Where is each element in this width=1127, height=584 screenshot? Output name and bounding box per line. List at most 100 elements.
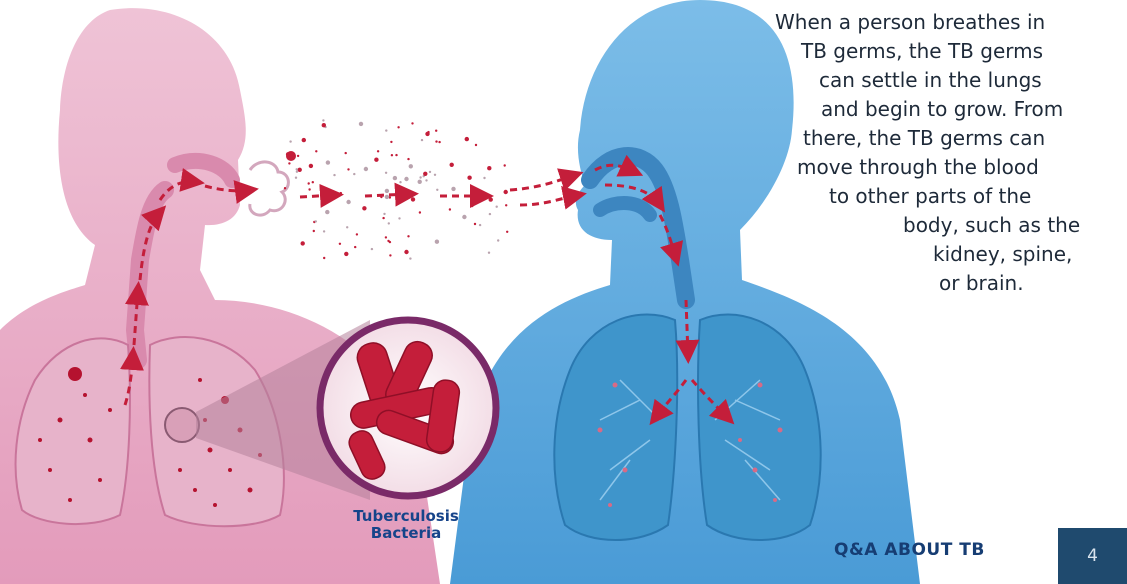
droplet <box>411 122 413 124</box>
droplet <box>404 177 408 181</box>
droplet <box>436 189 438 191</box>
droplet <box>388 222 390 224</box>
droplet <box>385 195 389 199</box>
droplet <box>315 220 317 222</box>
droplet <box>409 257 411 259</box>
caption-line: move through the blood <box>797 153 1039 182</box>
droplet <box>390 141 392 143</box>
droplet <box>398 217 400 219</box>
droplet <box>374 158 378 162</box>
droplet <box>489 213 491 215</box>
droplet <box>323 230 325 232</box>
droplet <box>479 224 481 226</box>
droplet <box>497 239 499 241</box>
caption-line: and begin to grow. From <box>821 95 1063 124</box>
droplet <box>312 181 314 183</box>
droplet <box>302 138 306 142</box>
droplet <box>449 208 451 210</box>
droplet <box>438 141 440 143</box>
droplet <box>377 150 379 152</box>
droplet <box>423 172 427 176</box>
caption-line: or brain. <box>939 269 1024 298</box>
droplet <box>385 236 387 238</box>
droplet <box>340 192 342 194</box>
droplet <box>308 188 310 190</box>
droplet <box>506 231 508 233</box>
droplet <box>450 163 454 167</box>
droplet <box>323 257 325 259</box>
droplet <box>471 205 473 207</box>
caption-line: TB germs, the TB germs <box>801 37 1043 66</box>
bacteria-label-line1: Tuberculosis <box>340 508 472 525</box>
page-number-tab: 4 <box>1058 528 1127 584</box>
droplet <box>389 254 391 256</box>
droplet <box>295 177 297 179</box>
droplet <box>362 206 366 210</box>
droplet <box>411 197 415 201</box>
droplet <box>407 235 409 237</box>
droplet <box>354 246 356 248</box>
lung-focus-circle <box>165 408 199 442</box>
droplet <box>395 154 397 156</box>
droplet <box>385 172 387 174</box>
droplet <box>347 168 349 170</box>
droplet <box>429 171 431 173</box>
droplet <box>385 189 389 193</box>
infected-person-figure <box>0 8 440 584</box>
droplet <box>333 174 335 176</box>
droplet <box>474 223 476 225</box>
droplet <box>421 139 423 141</box>
droplet <box>462 215 466 219</box>
page-number: 4 <box>1087 546 1098 566</box>
droplet <box>505 204 507 206</box>
droplet <box>296 171 298 173</box>
droplet <box>339 243 341 245</box>
droplet <box>467 176 471 180</box>
droplet <box>345 152 347 154</box>
droplet <box>289 140 291 142</box>
tuberculosis-bacteria-magnified <box>320 320 496 496</box>
droplet <box>356 233 358 235</box>
droplet <box>419 176 421 178</box>
bacteria-label-line2: Bacteria <box>340 525 472 542</box>
droplet <box>298 168 302 172</box>
droplet <box>391 154 393 156</box>
droplet <box>399 181 401 183</box>
droplet <box>359 122 363 126</box>
droplet <box>286 151 296 161</box>
droplet <box>301 241 305 245</box>
droplet <box>451 187 455 191</box>
droplet <box>475 144 477 146</box>
droplet <box>504 190 508 194</box>
caption-line: kidney, spine, <box>933 240 1072 269</box>
droplet <box>315 150 317 152</box>
droplet <box>465 137 469 141</box>
droplet <box>487 166 491 170</box>
droplet <box>397 126 399 128</box>
droplet <box>425 179 427 181</box>
droplet <box>434 174 436 176</box>
droplet <box>483 177 485 179</box>
droplet <box>418 180 422 184</box>
droplet <box>297 155 299 157</box>
droplet <box>288 162 290 164</box>
droplet <box>404 250 408 254</box>
droplet <box>309 164 313 168</box>
droplet <box>346 200 350 204</box>
droplet <box>504 164 506 166</box>
droplet <box>435 130 437 132</box>
droplet <box>346 226 348 228</box>
caption-line: there, the TB germs can <box>803 124 1045 153</box>
droplet <box>284 187 286 189</box>
cough-cloud-icon <box>250 162 289 215</box>
droplet <box>387 240 389 242</box>
droplet <box>371 248 373 250</box>
spread-arrow <box>300 195 335 197</box>
airborne-droplets <box>284 119 509 260</box>
droplet <box>313 230 315 232</box>
droplet <box>383 213 385 215</box>
droplet <box>393 176 397 180</box>
droplet <box>435 240 439 244</box>
caption-line: to other parts of the <box>829 182 1031 211</box>
caption-line: body, such as the <box>903 211 1080 240</box>
